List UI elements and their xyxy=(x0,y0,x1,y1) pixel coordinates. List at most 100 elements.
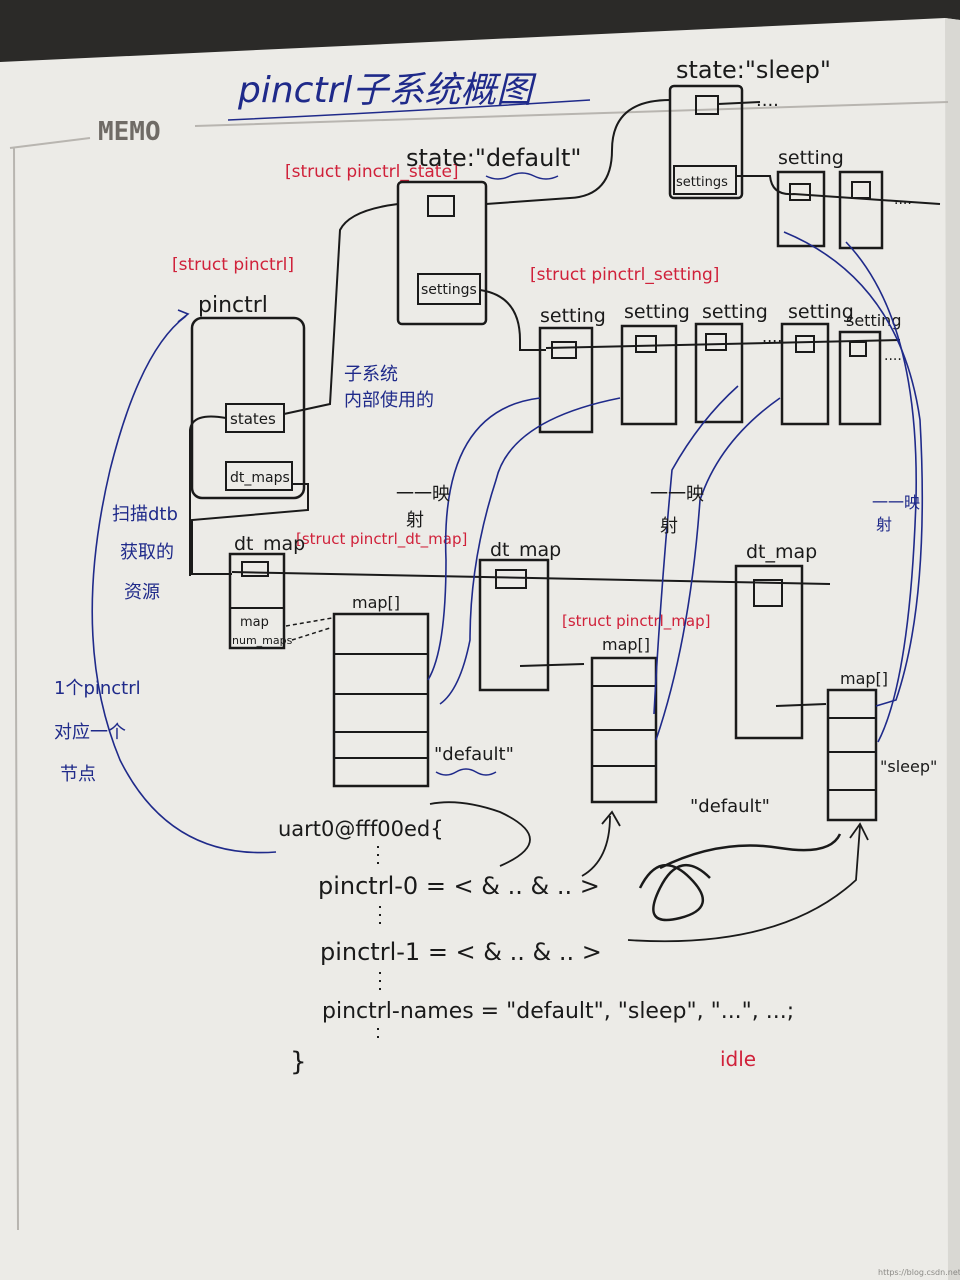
mapping-note-3a: 一一映 xyxy=(872,493,920,512)
dt-map-2-pointer xyxy=(519,663,585,667)
pinctrl-name: pinctrl xyxy=(198,293,268,318)
dt-map-2: dt_map xyxy=(478,539,585,692)
pinctrl-left-link xyxy=(189,415,227,576)
setting-label-1: setting xyxy=(540,305,606,327)
dts-pinctrl-0: pinctrl-0 = < & .. & .. > xyxy=(318,872,600,900)
dt-map-box-2 xyxy=(478,558,550,692)
dt-map-chain-line xyxy=(231,571,831,585)
watermark: https://blog.csdn.net/HHHSwordfish xyxy=(878,1268,960,1277)
setting-node-5 xyxy=(849,341,867,357)
scan-note-3: 资源 xyxy=(124,582,160,603)
scan-note-2: 获取的 xyxy=(120,542,174,563)
node-note-3: 节点 xyxy=(60,764,96,785)
setting-node-1 xyxy=(551,341,577,359)
mapping-note-1b: 射 xyxy=(406,510,424,531)
map-label-2: map[] xyxy=(602,635,650,654)
dt-maps-field-box xyxy=(225,461,293,491)
dt-map-box-1 xyxy=(228,552,286,650)
dt-map-label-1: dt_map xyxy=(234,533,305,555)
map-curve xyxy=(653,385,739,715)
memo-label: MEMO xyxy=(98,117,161,147)
dt-map-3: dt_map xyxy=(734,541,827,740)
setting-sleep-node-2 xyxy=(851,181,871,199)
dts-node-close: } xyxy=(290,1047,307,1077)
mapping-curves xyxy=(427,231,924,743)
setting-row-default: setting setting setting .... setting set… xyxy=(538,301,902,434)
setting-box-3 xyxy=(694,322,744,424)
setting-box-1 xyxy=(538,326,594,434)
setting-label-3: setting xyxy=(702,301,768,323)
state-list-ellipsis: .... xyxy=(756,90,779,111)
dt-map-1: dt_map map num_maps xyxy=(228,533,305,650)
map-curve xyxy=(439,397,621,705)
setting-node-4 xyxy=(795,335,815,353)
map-default-label-2: "default" xyxy=(690,796,770,817)
dts-to-map3-arrowhead xyxy=(849,822,869,841)
dt-map-type-label: [struct pinctrl_dt_map] xyxy=(296,530,467,549)
state-list-link xyxy=(283,99,671,415)
setting-sleep-node-1 xyxy=(789,183,811,201)
internal-note-1: 子系统 xyxy=(344,364,398,385)
map-label-1: map[] xyxy=(352,593,400,612)
map-sleep-label: "sleep" xyxy=(880,757,937,776)
state-sleep-node xyxy=(695,95,719,115)
dts-to-map1-link xyxy=(429,801,531,867)
pinctrl-type-label: [struct pinctrl] xyxy=(172,255,294,275)
setting-label-4: setting xyxy=(788,301,854,323)
settings-sleep-field-box xyxy=(673,165,737,195)
map-curve xyxy=(845,241,918,743)
state-sleep-next-link xyxy=(717,101,761,105)
dt-map-field-map: map xyxy=(240,615,269,630)
map-curve xyxy=(655,397,781,741)
setting-box-4 xyxy=(780,322,830,426)
map-type-label: [struct pinctrl_map] xyxy=(562,612,710,631)
dts-dots xyxy=(377,846,381,1044)
mapping-note-2b: 射 xyxy=(660,516,678,537)
dts-to-map3-link xyxy=(627,825,861,943)
state-default-title: state:"default" xyxy=(406,144,581,172)
scribble-mark xyxy=(638,833,842,922)
node-arrow-head xyxy=(177,309,190,323)
dt-map-box-3 xyxy=(734,564,804,740)
setting-ellipsis-2: .... xyxy=(884,348,902,364)
mapping-note-3b: 射 xyxy=(876,515,892,534)
heading-underline xyxy=(227,99,591,121)
setting-row-sleep: setting .... xyxy=(736,147,941,250)
map-default-label-1: "default" xyxy=(434,744,514,765)
node-note-1: 1个pinctrl xyxy=(54,678,141,699)
mapping-note-2a: 一一映 xyxy=(650,484,704,505)
dts-pinctrl-names: pinctrl-names = "default", "sleep", "...… xyxy=(322,999,794,1024)
dt-map-label-2: dt_map xyxy=(490,539,561,561)
memo-frame-line xyxy=(9,101,949,1231)
state-sleep-title: state:"sleep" xyxy=(676,56,831,84)
dts-pinctrl-1: pinctrl-1 = < & .. & .. > xyxy=(320,938,602,966)
state-default-box xyxy=(396,180,488,326)
map-array-2: map[] "default" xyxy=(590,635,770,817)
map-array-1: map[] "default" xyxy=(332,593,514,788)
settings-link xyxy=(479,289,546,351)
dt-map-field-num-maps: num_maps xyxy=(232,634,293,647)
setting-sleep-box-1 xyxy=(776,170,826,248)
paper-edge xyxy=(945,18,960,1280)
setting-node-2 xyxy=(635,335,657,353)
setting-sleep-ellipsis: .... xyxy=(894,192,912,208)
dt-maps-link xyxy=(191,483,309,575)
setting-label-2: setting xyxy=(624,301,690,323)
map-curve xyxy=(783,231,924,707)
dt-map-3-pointer xyxy=(775,703,827,707)
page-heading: pinctrl子系统概图 xyxy=(237,70,537,111)
setting-box-5 xyxy=(838,330,882,426)
state-sleep-box xyxy=(668,84,744,200)
scan-note-1: 扫描dtb xyxy=(112,504,178,525)
node-note-2: 对应一个 xyxy=(54,722,126,743)
settings-field: settings xyxy=(421,282,477,298)
state-type-label: [struct pinctrl_state] xyxy=(285,162,459,182)
map-curve xyxy=(427,397,541,681)
map-box-1 xyxy=(332,612,430,788)
states-field: states xyxy=(230,410,276,428)
settings-field-box xyxy=(417,273,481,305)
setting-sleep-label: setting xyxy=(778,147,844,169)
default-title-underline xyxy=(485,172,559,180)
